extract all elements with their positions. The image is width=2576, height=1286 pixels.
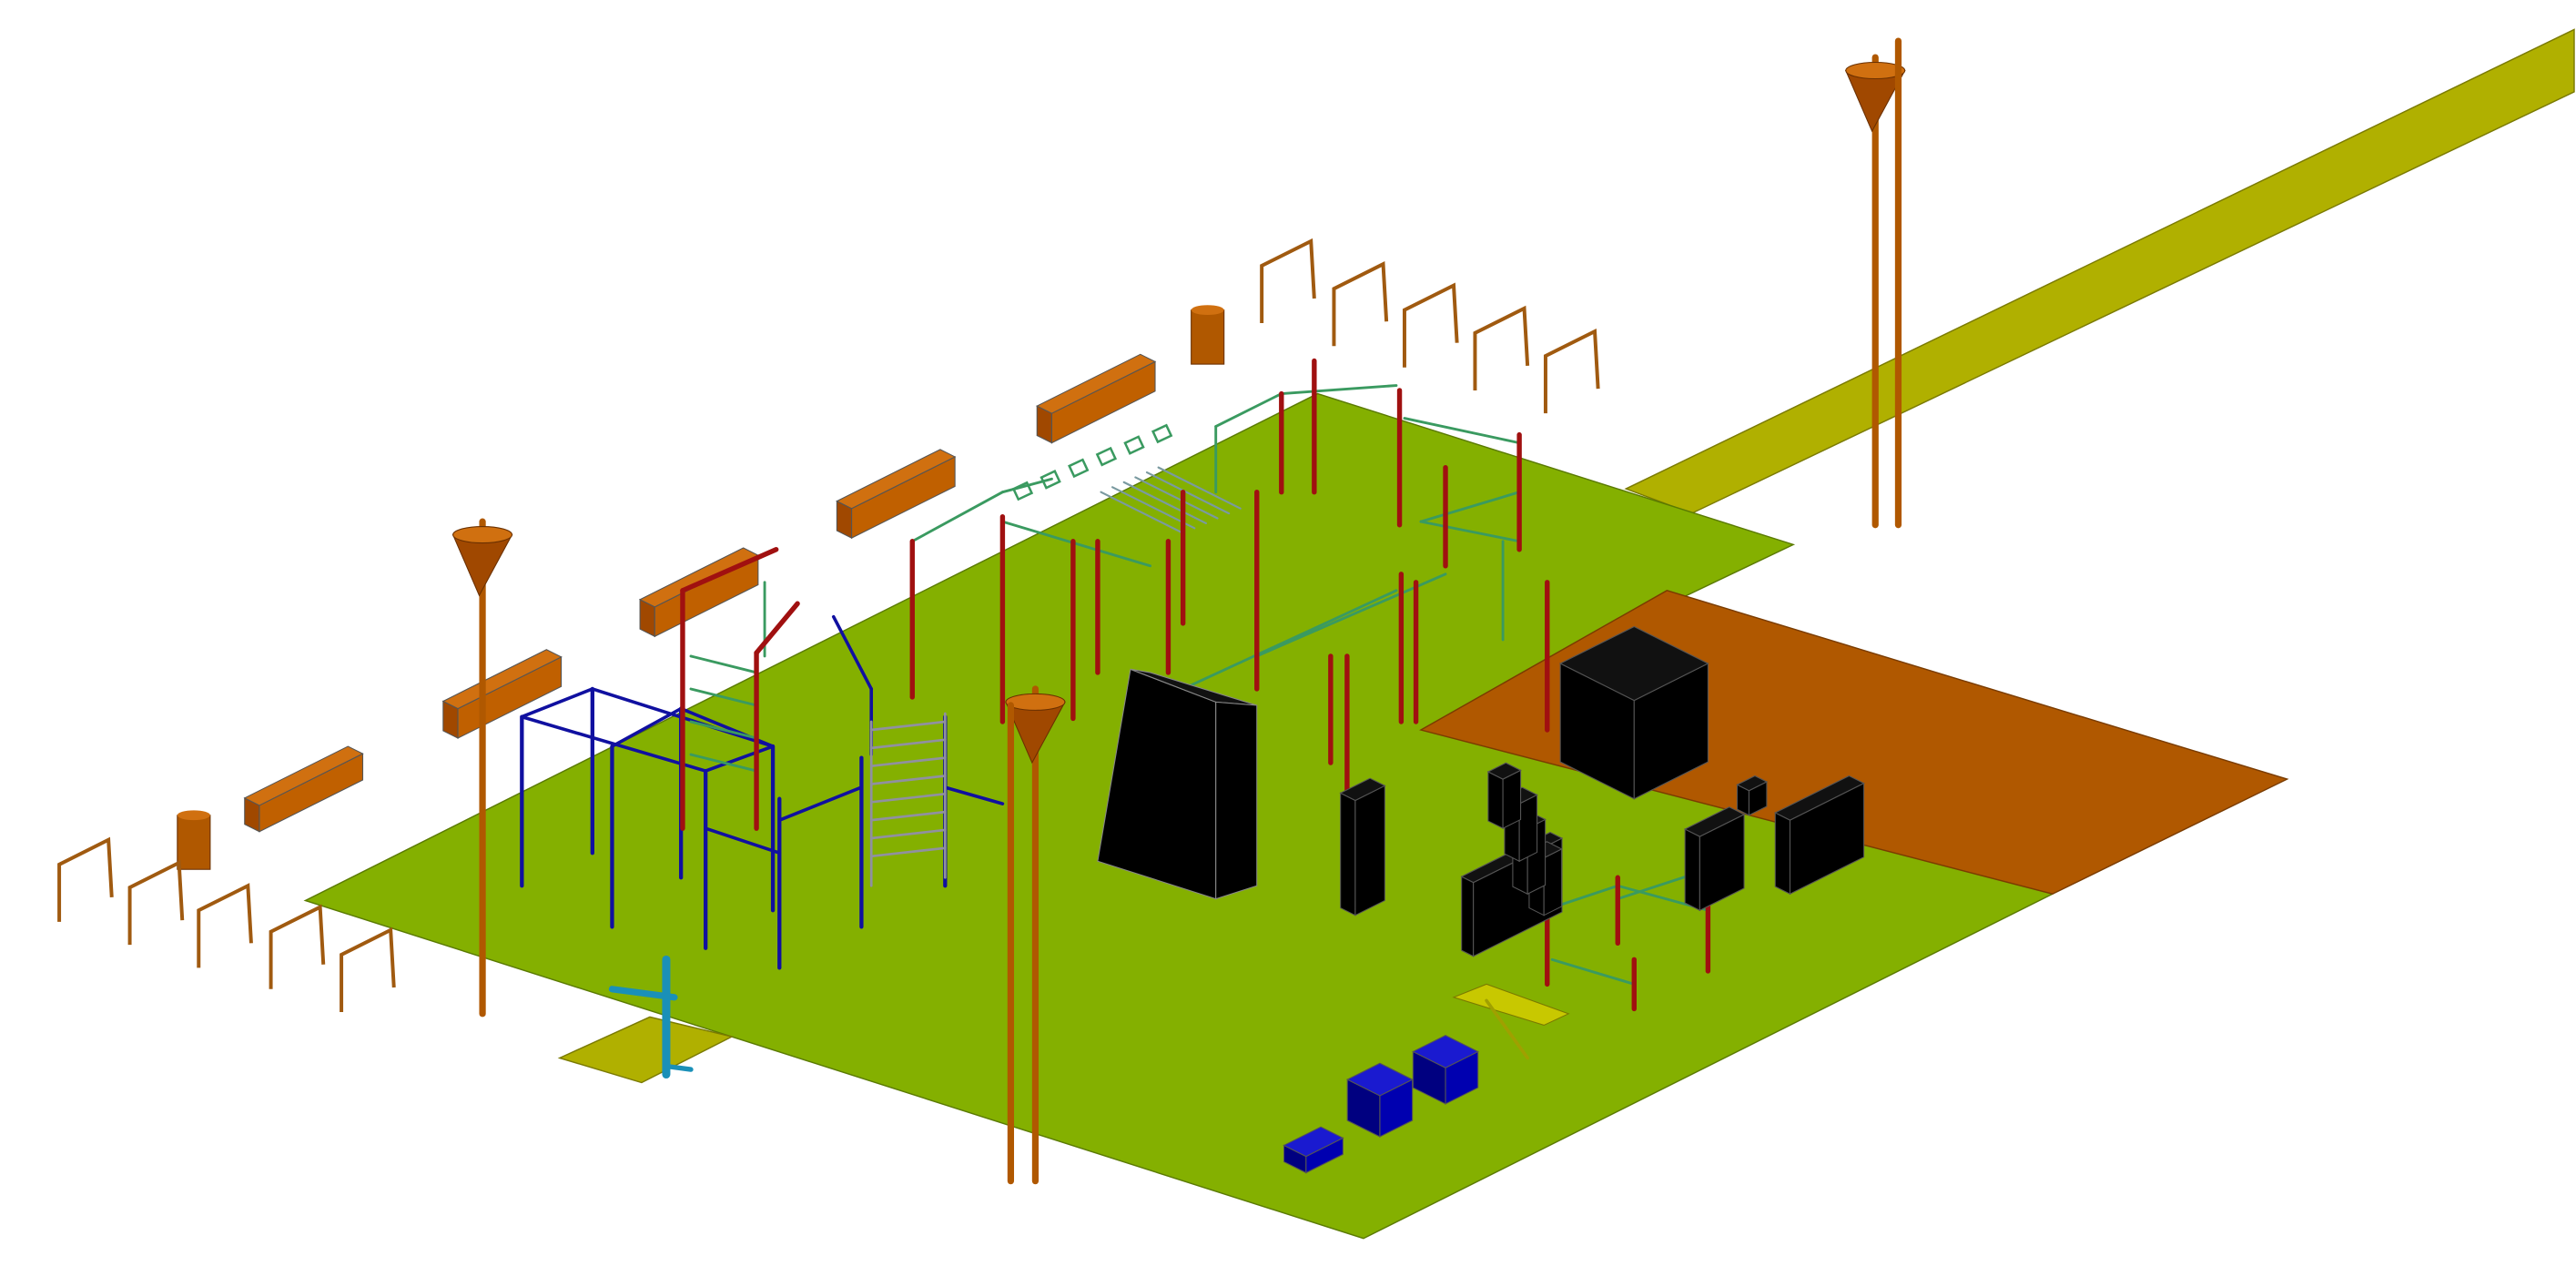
trash-bin-lid (1191, 305, 1224, 316)
bike-rack-7 (1332, 261, 1389, 347)
green-frame-bar-13 (1182, 589, 1398, 691)
monkey-ring (1123, 435, 1145, 455)
ladder-rung (869, 828, 947, 840)
monkey-ring (1040, 470, 1061, 490)
yellow-equipment-bar (1485, 998, 1529, 1060)
bike-rack-3 (197, 883, 253, 968)
lamp-shade-1 (451, 534, 513, 597)
blue-box-2-top (1346, 1062, 1414, 1097)
lamp-top-1 (452, 525, 513, 544)
bike-rack-5 (340, 927, 396, 1013)
overhead-ladder-rung (1145, 471, 1231, 515)
yellow-path (1624, 28, 2575, 514)
green-frame-bar-1 (689, 654, 758, 674)
trash-bin-1 (177, 815, 211, 870)
lamp-top-2 (1005, 693, 1066, 711)
black-step-4-side (1487, 771, 1504, 830)
green-frame-bar-12 (1419, 491, 1521, 523)
green-frame-bar-7 (1000, 520, 1152, 568)
bench-2-top (243, 745, 364, 806)
bench-1-top (441, 649, 563, 710)
ladder-rung (869, 756, 947, 768)
green-frame-bar-9 (1280, 384, 1398, 395)
black-block-long-side (1461, 876, 1475, 957)
blue-frame-bar-1 (520, 687, 594, 719)
black-step-1-front (1543, 847, 1563, 916)
blue-frame-bar-7 (704, 826, 782, 855)
trash-bin-lid (177, 810, 210, 821)
overhead-ladder-rung (1100, 491, 1184, 534)
black-step-3-front (1518, 794, 1538, 863)
black-block-right-top (1774, 775, 1865, 821)
black-block-right-2-top (1683, 806, 1746, 837)
ladder-rung (869, 738, 947, 750)
overhead-ladder-rung (1122, 481, 1207, 525)
green-frame-bar-5 (910, 491, 1004, 543)
blue-box-3-top (1412, 1035, 1479, 1068)
bike-rack-1 (57, 836, 114, 922)
monkey-ring (1011, 481, 1034, 501)
overhead-ladder-rung (1157, 466, 1242, 510)
black-block-tall-top (1339, 777, 1386, 802)
blue-frame-bar-4 (704, 744, 775, 773)
blue-frame-bar-9 (831, 614, 874, 691)
black-block-right-2-side (1684, 828, 1700, 912)
ladder-rung (869, 775, 947, 785)
blue-frame-bar-6 (610, 706, 683, 748)
ladder-rung (869, 810, 947, 822)
blue-frame-bar-11 (943, 785, 1005, 805)
ladder-rung (869, 792, 947, 804)
yellow-equipment-base (1452, 983, 1570, 1027)
blue-box-1-top (1283, 1126, 1344, 1158)
climbing-wall-side (1215, 701, 1258, 900)
black-small-block-top (1736, 775, 1769, 792)
bike-rack-9 (1473, 305, 1530, 390)
black-cube-top (1558, 625, 1709, 702)
black-step-4-front (1502, 769, 1522, 830)
ladder-rung (869, 846, 947, 858)
bike-rack-6 (1260, 238, 1316, 324)
green-frame-bar-10 (1403, 417, 1521, 445)
black-block-right-side (1774, 812, 1791, 896)
bench-5-top (1036, 353, 1157, 414)
overhead-ladder-rung (1134, 476, 1219, 520)
yellow-pad (557, 1016, 735, 1084)
bike-rack-2 (127, 859, 185, 946)
lamp-top-3 (1845, 61, 1906, 80)
monkey-ring (1151, 423, 1173, 444)
teal-arm (608, 986, 678, 1001)
red-crossbar (680, 547, 779, 593)
bench-4-top (836, 449, 957, 510)
green-frame-bar-4 (689, 753, 758, 773)
black-block-tall-side (1340, 792, 1356, 916)
bike-rack-8 (1402, 282, 1459, 368)
teal-foot (664, 1063, 694, 1072)
black-block-tall-front (1354, 785, 1385, 916)
black-step-4-top (1486, 762, 1522, 780)
green-frame-bar-16 (1550, 957, 1636, 986)
green-frame-bar-2 (689, 687, 758, 707)
trash-bin-2 (1191, 309, 1225, 365)
red-diagonal-bar (754, 601, 800, 656)
blue-frame-bar-8 (777, 785, 864, 822)
green-frame-bar-11 (1419, 520, 1521, 543)
green-frame-bar-8 (1214, 392, 1283, 429)
ladder-rung (869, 720, 947, 732)
bike-rack-10 (1543, 328, 1600, 414)
monkey-ring (1095, 446, 1118, 467)
green-frame-bar-3 (689, 720, 758, 740)
bike-rack-4 (269, 904, 326, 989)
monkey-ring (1068, 458, 1090, 479)
